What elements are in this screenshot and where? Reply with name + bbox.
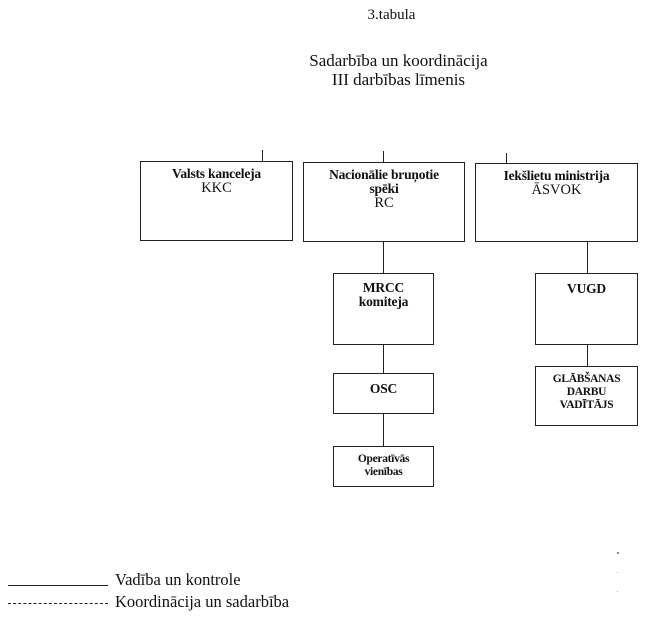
box-valsts-kanceleja: Valsts kanceleja KKC (140, 161, 293, 241)
box-vugd: VUGD (535, 273, 638, 345)
scan-speck (617, 572, 618, 573)
box-gdv-line-3: VADĪTĀJS (559, 399, 614, 411)
scan-speck (617, 552, 619, 554)
dashed-line-swatch (8, 603, 108, 604)
connector-tick-valsts-kanceleja (262, 150, 264, 161)
box-iem-name: Iekšlietu ministrija (503, 168, 610, 183)
legend-item-solid: Vadība un kontrole (8, 571, 241, 589)
table-number: 3.tabula (367, 7, 416, 23)
box-gdv-line-2: DARBU (566, 386, 607, 398)
scan-speck (617, 591, 618, 592)
box-osc-label: OSC (369, 381, 398, 396)
connector-tick-nbs (383, 151, 385, 162)
box-ieksletu-ministrija: Iekšlietu ministrija ĀSVOK (475, 163, 638, 242)
connector-osc-operativas (383, 413, 385, 446)
legend-label-solid: Vadība un kontrole (115, 570, 241, 589)
connector-mrcc-osc (383, 344, 385, 373)
connector-iem-vugd (587, 242, 589, 273)
box-operativas-vienibas: Operatīvās vienības (333, 446, 434, 487)
box-mrcc-line-1: MRCC (362, 280, 405, 295)
box-mrcc-line-2: komiteja (358, 294, 409, 309)
connector-nbs-mrcc (383, 242, 385, 273)
box-gdv-line-1: GLĀBŠANAS (552, 373, 621, 385)
title-line-2: III darbības līmenis (331, 70, 466, 89)
box-osc: OSC (333, 373, 434, 414)
box-operativas-line-1: Operatīvās (357, 453, 410, 465)
box-iem-code: ĀSVOK (531, 182, 582, 198)
diagram-title: Sadarbība un koordinācija III darbības l… (0, 51, 645, 89)
connector-tick-iem (506, 153, 508, 163)
title-line-1: Sadarbība un koordinācija (309, 51, 488, 70)
legend-item-dashed: Koordinācija un sadarbība (8, 593, 289, 611)
box-nbs-name-line-2: spēki (369, 181, 399, 196)
connector-vugd-glabsanas (587, 344, 589, 366)
legend-label-dashed: Koordinācija un sadarbība (115, 592, 290, 611)
box-glabsanas-darbu-vaditajs: GLĀBŠANAS DARBU VADĪTĀJS (535, 366, 638, 426)
box-mrcc-komiteja: MRCC komiteja (333, 273, 434, 345)
solid-line-swatch (8, 585, 108, 586)
box-nbs-name-line-1: Nacionālie bruņotie (329, 167, 439, 182)
box-vugd-label: VUGD (567, 281, 606, 296)
box-valsts-kanceleja-name: Valsts kanceleja (172, 166, 261, 181)
box-nbs-code: RC (374, 195, 394, 211)
box-valsts-kanceleja-code: KKC (201, 180, 232, 196)
box-nacionalie-brunotie-speki: Nacionālie bruņotie spēki RC (303, 162, 465, 242)
box-operativas-line-2: vienības (364, 466, 403, 478)
